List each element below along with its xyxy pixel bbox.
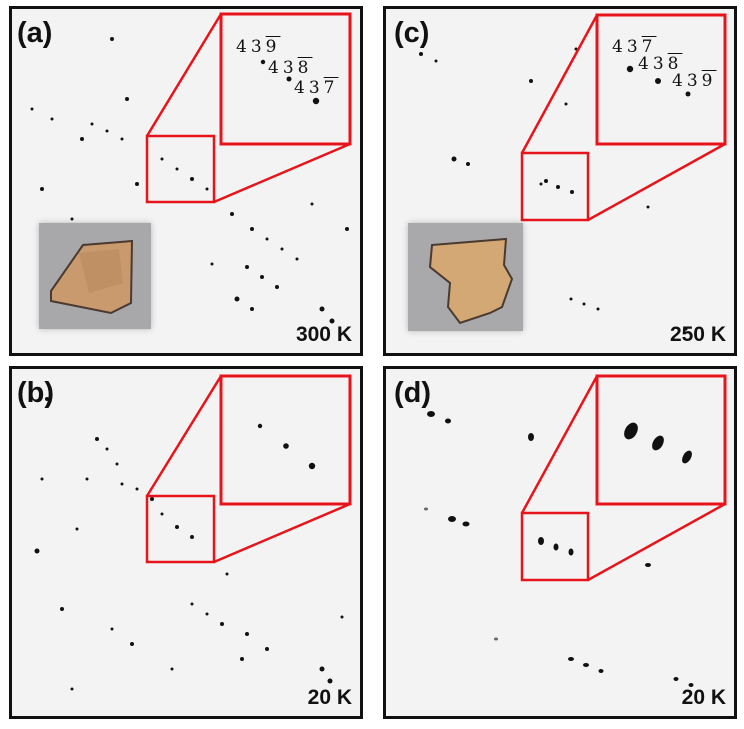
miller-index-a-1: 439 [236, 37, 281, 57]
diffraction-pattern-d [424, 374, 727, 687]
panel-label-b: (b) [17, 377, 55, 409]
panel-a: (a) 439 438 437 300 K [9, 6, 363, 356]
miller-index-c-3: 439 [672, 71, 717, 91]
temperature-label-b: 20 K [307, 686, 352, 709]
panel-d: (d) 20 K [383, 366, 737, 719]
miller-index-c-1: 437 [612, 37, 657, 57]
temperature-label-c: 250 K [669, 323, 726, 346]
panel-label-c: (c) [394, 17, 430, 49]
panel-c: (c) 437 438 439 250 K [383, 6, 737, 356]
zoom-region-box-b [145, 494, 216, 564]
crystal-photo-c [408, 223, 523, 331]
zoom-region-box-a [145, 134, 216, 204]
temperature-label-d: 20 K [681, 686, 726, 709]
miller-index-a-3: 437 [294, 78, 339, 98]
zoom-region-box-d [520, 511, 590, 582]
miller-index-c-2: 438 [638, 54, 683, 74]
diffraction-pattern-a [30, 12, 352, 324]
zoom-inset-box-b [219, 374, 352, 506]
panel-b: (b) 20 K [9, 366, 363, 719]
crystal-photo-a [39, 223, 151, 329]
miller-index-a-2: 438 [268, 58, 313, 78]
panel-label-a: (a) [17, 17, 53, 49]
zoom-inset-box-c [595, 13, 727, 146]
zoom-region-box-c [520, 151, 590, 222]
panel-label-d: (d) [394, 377, 432, 409]
diffraction-pattern-b [34, 374, 352, 691]
diffraction-pattern-c [419, 13, 727, 331]
zoom-inset-box-a [219, 12, 352, 146]
temperature-label-a: 300 K [295, 323, 352, 346]
